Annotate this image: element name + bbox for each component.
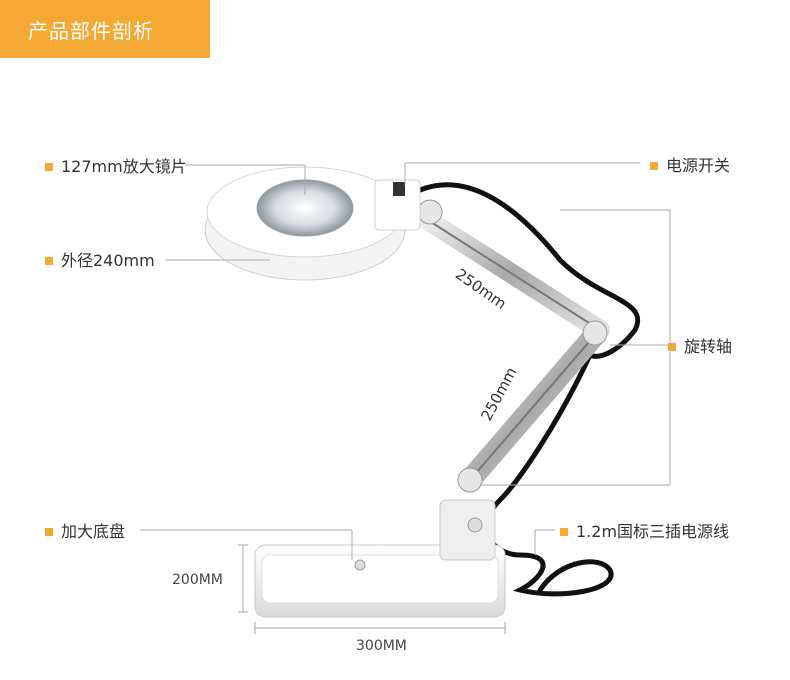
callout-outer-diameter: 外径240mm [45, 251, 155, 271]
leader-lines [140, 162, 671, 634]
bullet-square-icon [45, 528, 53, 536]
bullet-square-icon [668, 343, 676, 351]
header-banner: 产品部件剖析 [0, 0, 210, 58]
dimension-base-depth: 200MM [172, 572, 223, 588]
shoulder-joint-icon [457, 467, 483, 493]
lamp-base [254, 499, 506, 618]
elbow-joint-icon [582, 320, 608, 346]
upper-arm [410, 205, 610, 340]
power-cord [417, 182, 640, 597]
callout-base: 加大底盘 [45, 522, 125, 542]
bullet-square-icon [45, 163, 53, 171]
bullet-square-icon [45, 257, 53, 265]
dimension-base-width: 300MM [356, 638, 407, 654]
head-joint-icon [417, 199, 443, 225]
callout-rotation-axis: 旋转轴 [668, 337, 732, 357]
callout-lens: 127mm放大镜片 [45, 157, 187, 177]
bullet-square-icon [650, 162, 658, 170]
callout-power-switch: 电源开关 [650, 156, 730, 176]
callout-power-cord: 1.2m国标三插电源线 [560, 522, 729, 542]
page-title: 产品部件剖析 [28, 19, 154, 43]
bullet-square-icon [560, 528, 568, 536]
lower-arm [459, 324, 606, 491]
lamp-head [204, 166, 421, 281]
